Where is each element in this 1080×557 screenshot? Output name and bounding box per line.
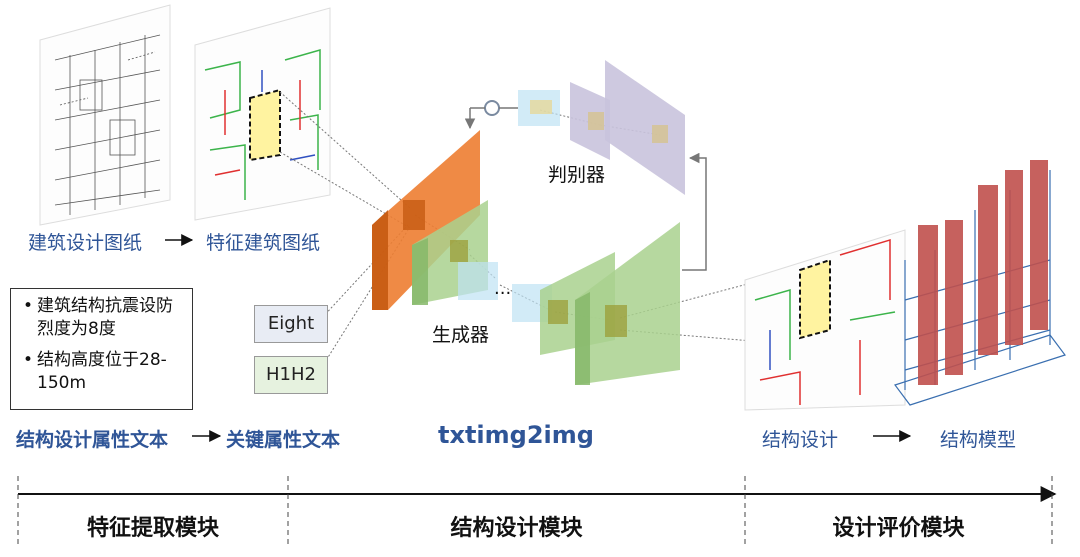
structural-model-3d: [894, 160, 1066, 406]
discriminator-label: 判别器: [548, 164, 606, 186]
architectural-drawing: [39, 4, 171, 226]
token-h1h2: H1H2: [254, 356, 328, 394]
module-design-evaluation: 设计评价模块: [832, 516, 965, 541]
module-feature-extraction: 特征提取模块: [86, 516, 219, 541]
ellipsis: ...: [494, 278, 512, 299]
token-eight: Eight: [254, 305, 328, 343]
key-attr-label: 关键属性文本: [226, 429, 341, 451]
attribute-bullet: 建筑结构抗震设防烈度为8度: [23, 295, 182, 341]
structural-model-label: 结构模型: [940, 429, 1017, 451]
model-title: txtimg2img: [438, 421, 594, 449]
generator-network: [372, 130, 680, 385]
timeline: [17, 476, 1057, 545]
attribute-text-box: 建筑结构抗震设防烈度为8度 结构高度位于28-150m: [10, 288, 193, 410]
discriminator-network: [518, 60, 685, 195]
structural-design-label: 结构设计: [762, 429, 839, 451]
feature-drawing-label: 特征建筑图纸: [206, 232, 321, 254]
attribute-bullet: 结构高度位于28-150m: [23, 349, 182, 395]
attr-text-label: 结构设计属性文本: [16, 429, 169, 451]
arch-drawing-label: 建筑设计图纸: [28, 232, 143, 254]
structural-design-drawing: [744, 229, 906, 411]
module-structural-design: 结构设计模块: [450, 516, 583, 541]
generator-label: 生成器: [432, 324, 490, 346]
feature-drawing: [194, 7, 331, 221]
